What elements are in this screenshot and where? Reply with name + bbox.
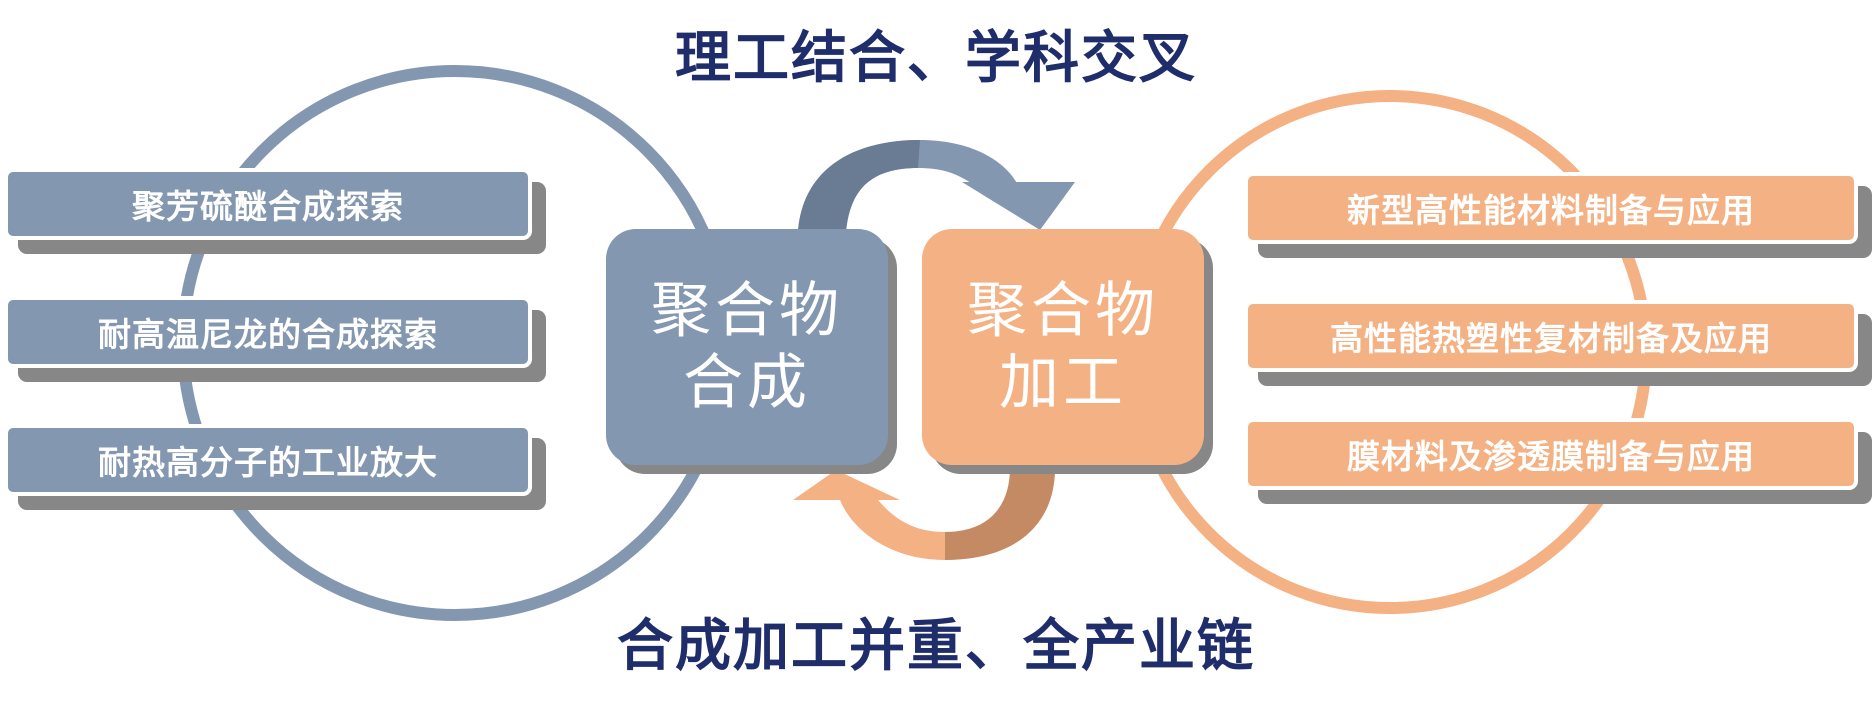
processing-item-composites: 高性能热塑性复材制备及应用	[1244, 300, 1858, 372]
processing-item-membranes: 膜材料及渗透膜制备与应用	[1244, 418, 1858, 490]
curved-arrow-left-icon	[793, 468, 1055, 560]
bottom-title: 合成加工并重、全产业链	[617, 614, 1255, 679]
synthesis-item-scaleup: 耐热高分子的工业放大	[4, 424, 532, 496]
top-title: 理工结合、学科交叉	[675, 26, 1197, 91]
synthesis-core-box: 聚合物 合成	[606, 229, 888, 465]
processing-item-label: 膜材料及渗透膜制备与应用	[1347, 437, 1755, 476]
synthesis-item-nylon: 耐高温尼龙的合成探索	[4, 296, 532, 368]
synthesis-core-label: 聚合物 合成	[651, 276, 843, 418]
processing-item-label: 新型高性能材料制备与应用	[1347, 191, 1755, 230]
synthesis-item-label: 耐热高分子的工业放大	[98, 443, 438, 482]
processing-core-label: 聚合物 加工	[967, 276, 1159, 418]
processing-item-new-materials: 新型高性能材料制备与应用	[1244, 172, 1858, 244]
synthesis-item-label: 耐高温尼龙的合成探索	[98, 315, 438, 354]
processing-item-label: 高性能热塑性复材制备及应用	[1330, 319, 1772, 358]
synthesis-item-pas: 聚芳硫醚合成探索	[4, 168, 532, 240]
curved-arrow-right-icon	[798, 140, 1075, 232]
synthesis-item-label: 聚芳硫醚合成探索	[132, 187, 404, 226]
processing-core-box: 聚合物 加工	[922, 229, 1204, 465]
